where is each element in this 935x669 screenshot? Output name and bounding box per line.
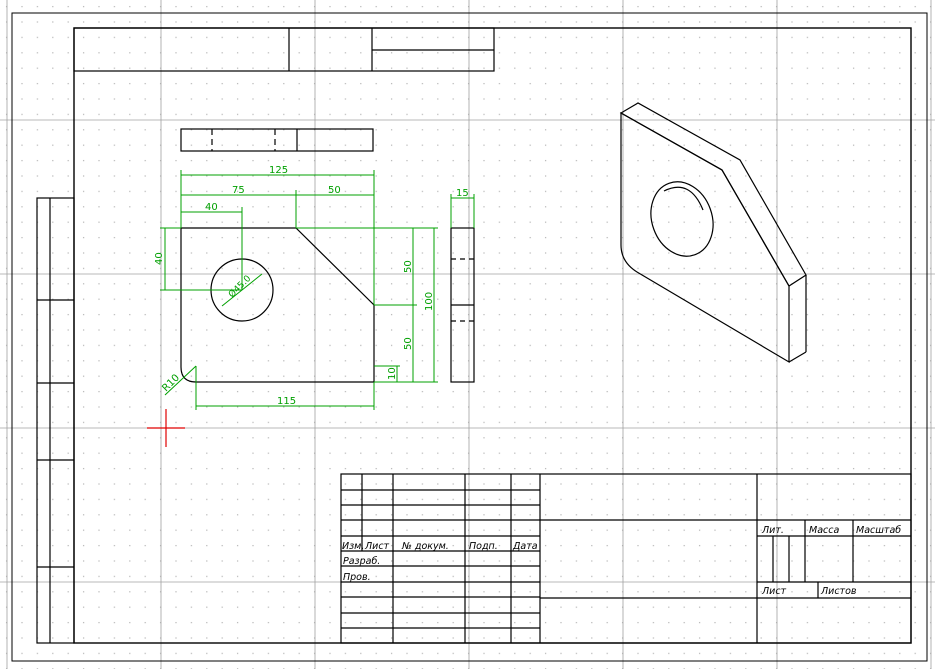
label-lit: Лит. bbox=[761, 525, 784, 536]
dim-75: 75 bbox=[232, 185, 245, 196]
side-view bbox=[450, 227, 475, 383]
dim-40-v: 40 bbox=[154, 252, 165, 265]
isometric-view bbox=[619, 102, 807, 364]
title-block bbox=[340, 473, 912, 644]
dim-50-lower: 50 bbox=[403, 337, 414, 350]
dim-50-upper: 50 bbox=[403, 260, 414, 273]
label-checked: Пров. bbox=[343, 572, 371, 583]
crosshair-cursor bbox=[147, 409, 185, 447]
label-sheets: Листов bbox=[820, 586, 857, 597]
dimensions bbox=[160, 170, 475, 410]
label-date: Дата bbox=[512, 541, 538, 552]
dim-100: 100 bbox=[424, 292, 435, 311]
label-izm: Изм. bbox=[342, 541, 364, 552]
label-scale: Масштаб bbox=[856, 525, 901, 536]
dim-125: 125 bbox=[269, 165, 288, 176]
dim-15: 15 bbox=[456, 188, 469, 199]
dim-40-h: 40 bbox=[205, 202, 218, 213]
label-mass: Масса bbox=[809, 525, 839, 536]
title-block-labels: Изм. Лист № докум. Подп. Дата Разраб. Пр… bbox=[342, 525, 901, 597]
label-sheet: Лист bbox=[761, 586, 787, 597]
top-view bbox=[180, 128, 374, 152]
label-sign: Подп. bbox=[469, 541, 498, 552]
label-doc-no: № докум. bbox=[401, 541, 449, 552]
left-stamp bbox=[36, 197, 75, 644]
dim-115: 115 bbox=[277, 396, 296, 407]
dim-10: 10 bbox=[387, 367, 398, 380]
top-stamp bbox=[73, 27, 495, 72]
label-developed: Разраб. bbox=[343, 556, 380, 567]
label-list: Лист bbox=[364, 541, 390, 552]
dim-50-top: 50 bbox=[328, 185, 341, 196]
